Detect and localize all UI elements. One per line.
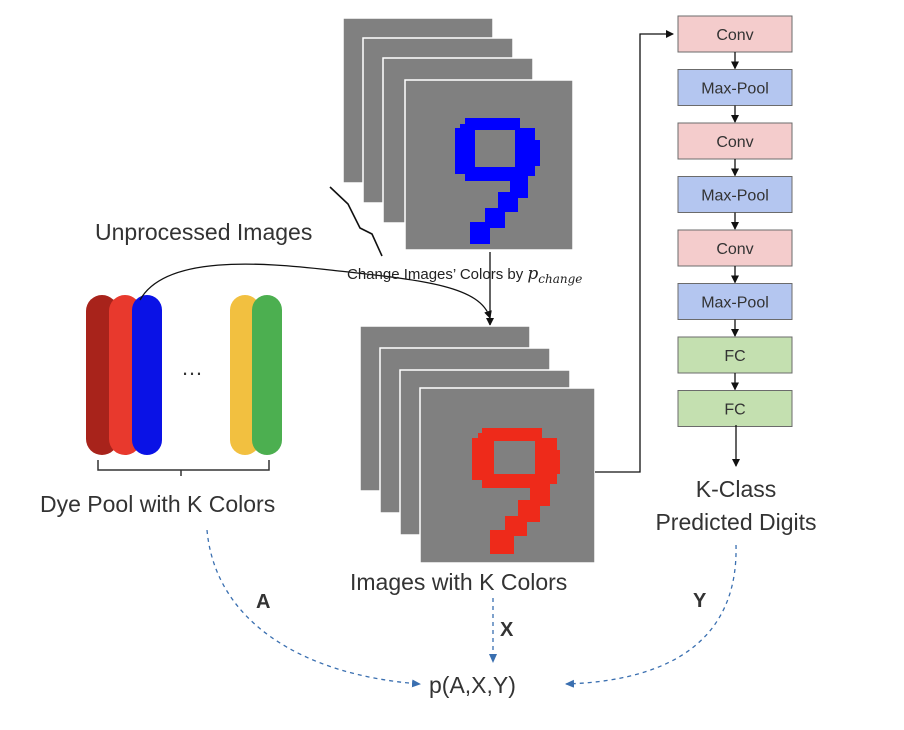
- label-change-colors: Change Images’ Colors by pchange: [347, 264, 582, 286]
- label-joint-distribution: p(A,X,Y): [429, 672, 516, 698]
- layer-box-bg: [677, 229, 793, 267]
- layer-box-bg: [677, 122, 793, 160]
- layer-label: Conv: [716, 241, 753, 258]
- images-to-network-connector: [595, 30, 674, 473]
- layer-pool-box: Max-Pool: [677, 69, 793, 106]
- brace-dye-pool: [97, 460, 270, 476]
- layer-box-bg: [677, 336, 793, 374]
- dashed-arrow-y: [565, 544, 737, 688]
- label-y: Y: [693, 590, 707, 612]
- layer-box-bg: [677, 390, 793, 427]
- label-images-k-colors: Images with K Colors: [350, 569, 567, 595]
- layer-pool-box: Max-Pool: [677, 283, 793, 320]
- brace-unprocessed: [329, 186, 383, 257]
- label-k-class: K-Class: [696, 476, 777, 502]
- layer-conv-box: Conv: [677, 122, 793, 160]
- red-digit-nine: [472, 428, 560, 554]
- dye-pool: …: [86, 295, 282, 455]
- layer-label: Max-Pool: [701, 295, 769, 312]
- layer-label: Conv: [716, 27, 753, 44]
- layer-pool-box: Max-Pool: [677, 176, 793, 213]
- layer-box-bg: [677, 176, 793, 213]
- layer-box-bg: [677, 69, 793, 106]
- layer-label: FC: [724, 402, 745, 419]
- layer-conv-box: Conv: [677, 229, 793, 267]
- label-dye-pool: Dye Pool with K Colors: [40, 491, 275, 517]
- unprocessed-image-stack: [342, 17, 574, 251]
- dye-to-images-arrow: [139, 263, 492, 319]
- layer-box-bg: [677, 15, 793, 53]
- layer-label: Conv: [716, 134, 753, 151]
- label-predicted-digits: Predicted Digits: [655, 509, 816, 535]
- colored-image-stack: [359, 325, 596, 564]
- layer-label: Max-Pool: [701, 81, 769, 98]
- dye-pool-ellipsis: …: [181, 355, 203, 380]
- label-a: A: [256, 591, 270, 613]
- layer-label: Max-Pool: [701, 188, 769, 205]
- label-x: X: [500, 619, 514, 641]
- layer-label: FC: [724, 348, 745, 365]
- blue-digit-nine: [455, 118, 540, 244]
- label-unprocessed-images: Unprocessed Images: [95, 219, 312, 245]
- dye-bar: [132, 295, 162, 455]
- layer-fc-box: FC: [677, 336, 793, 374]
- dashed-arrow-a: [206, 529, 421, 688]
- dye-bar: [252, 295, 282, 455]
- layer-fc-box: FC: [677, 390, 793, 427]
- layer-conv-box: Conv: [677, 15, 793, 53]
